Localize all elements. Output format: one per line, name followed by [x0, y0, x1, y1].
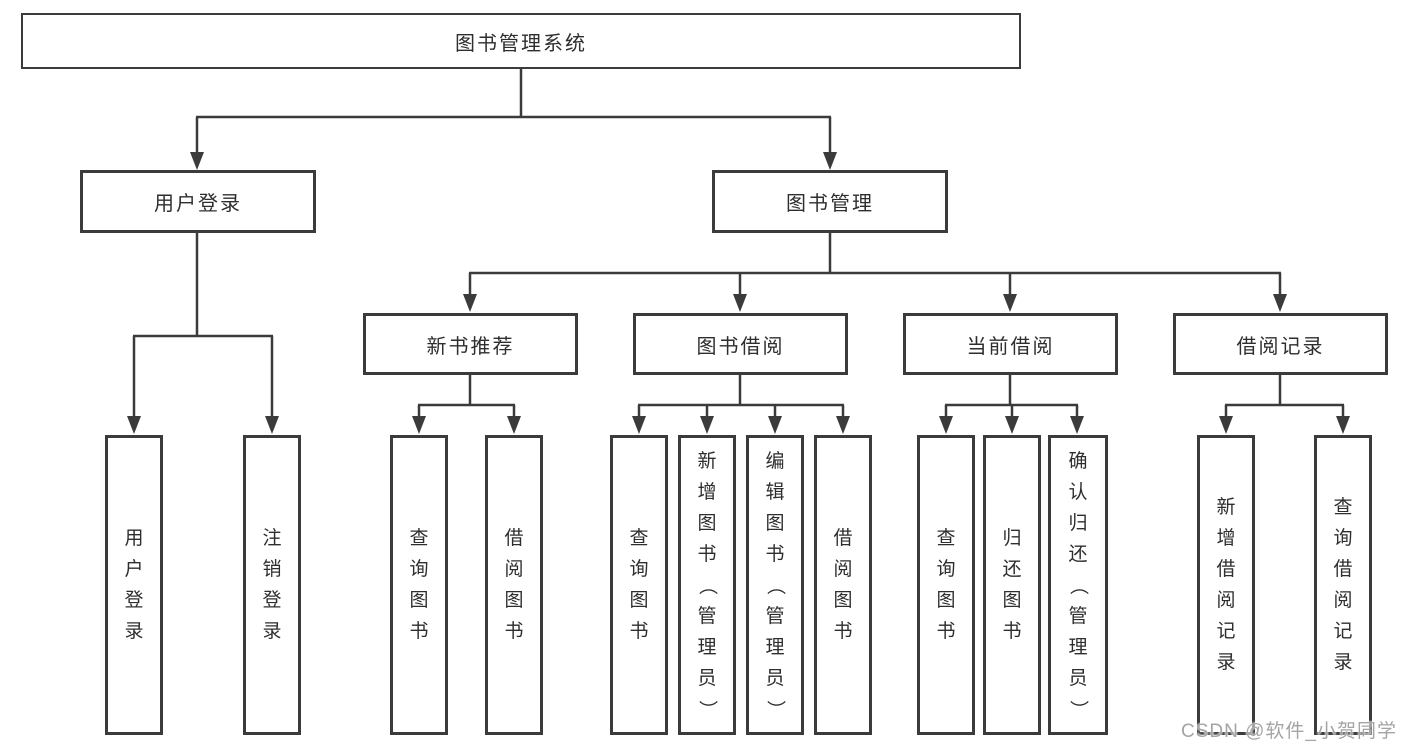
watermark: CSDN @软件_小贺同学: [1181, 721, 1397, 742]
leaf-confirm-return-admin: 确认归还（管理员）: [1048, 435, 1108, 735]
node-new-book-recommendation: 新书推荐: [363, 313, 578, 375]
node-borrowing-records: 借阅记录: [1173, 313, 1388, 375]
leaf-edit-books-admin: 编辑图书（管理员）: [746, 435, 804, 735]
node-book-borrowing: 图书借阅: [633, 313, 848, 375]
leaf-query-books-current: 查询图书: [917, 435, 975, 735]
node-library-management-system: 图书管理系统: [21, 13, 1021, 69]
node-user-login-branch: 用户登录: [80, 170, 316, 233]
leaf-borrow-books: 借阅图书: [814, 435, 872, 735]
leaf-user-login: 用户登录: [105, 435, 163, 735]
leaf-add-books-admin: 新增图书（管理员）: [678, 435, 736, 735]
leaf-query-books-newbook: 查询图书: [390, 435, 448, 735]
node-current-borrowing: 当前借阅: [903, 313, 1118, 375]
arrowhead-icons: [127, 152, 1350, 434]
node-book-management-branch: 图书管理: [712, 170, 948, 233]
leaf-query-books-borrow: 查询图书: [610, 435, 668, 735]
leaf-borrow-books-newbook: 借阅图书: [485, 435, 543, 735]
leaf-logout: 注销登录: [243, 435, 301, 735]
leaf-add-borrow-record: 新增借阅记录: [1197, 435, 1255, 735]
leaf-return-books: 归还图书: [983, 435, 1041, 735]
leaf-query-borrow-record: 查询借阅记录: [1314, 435, 1372, 735]
